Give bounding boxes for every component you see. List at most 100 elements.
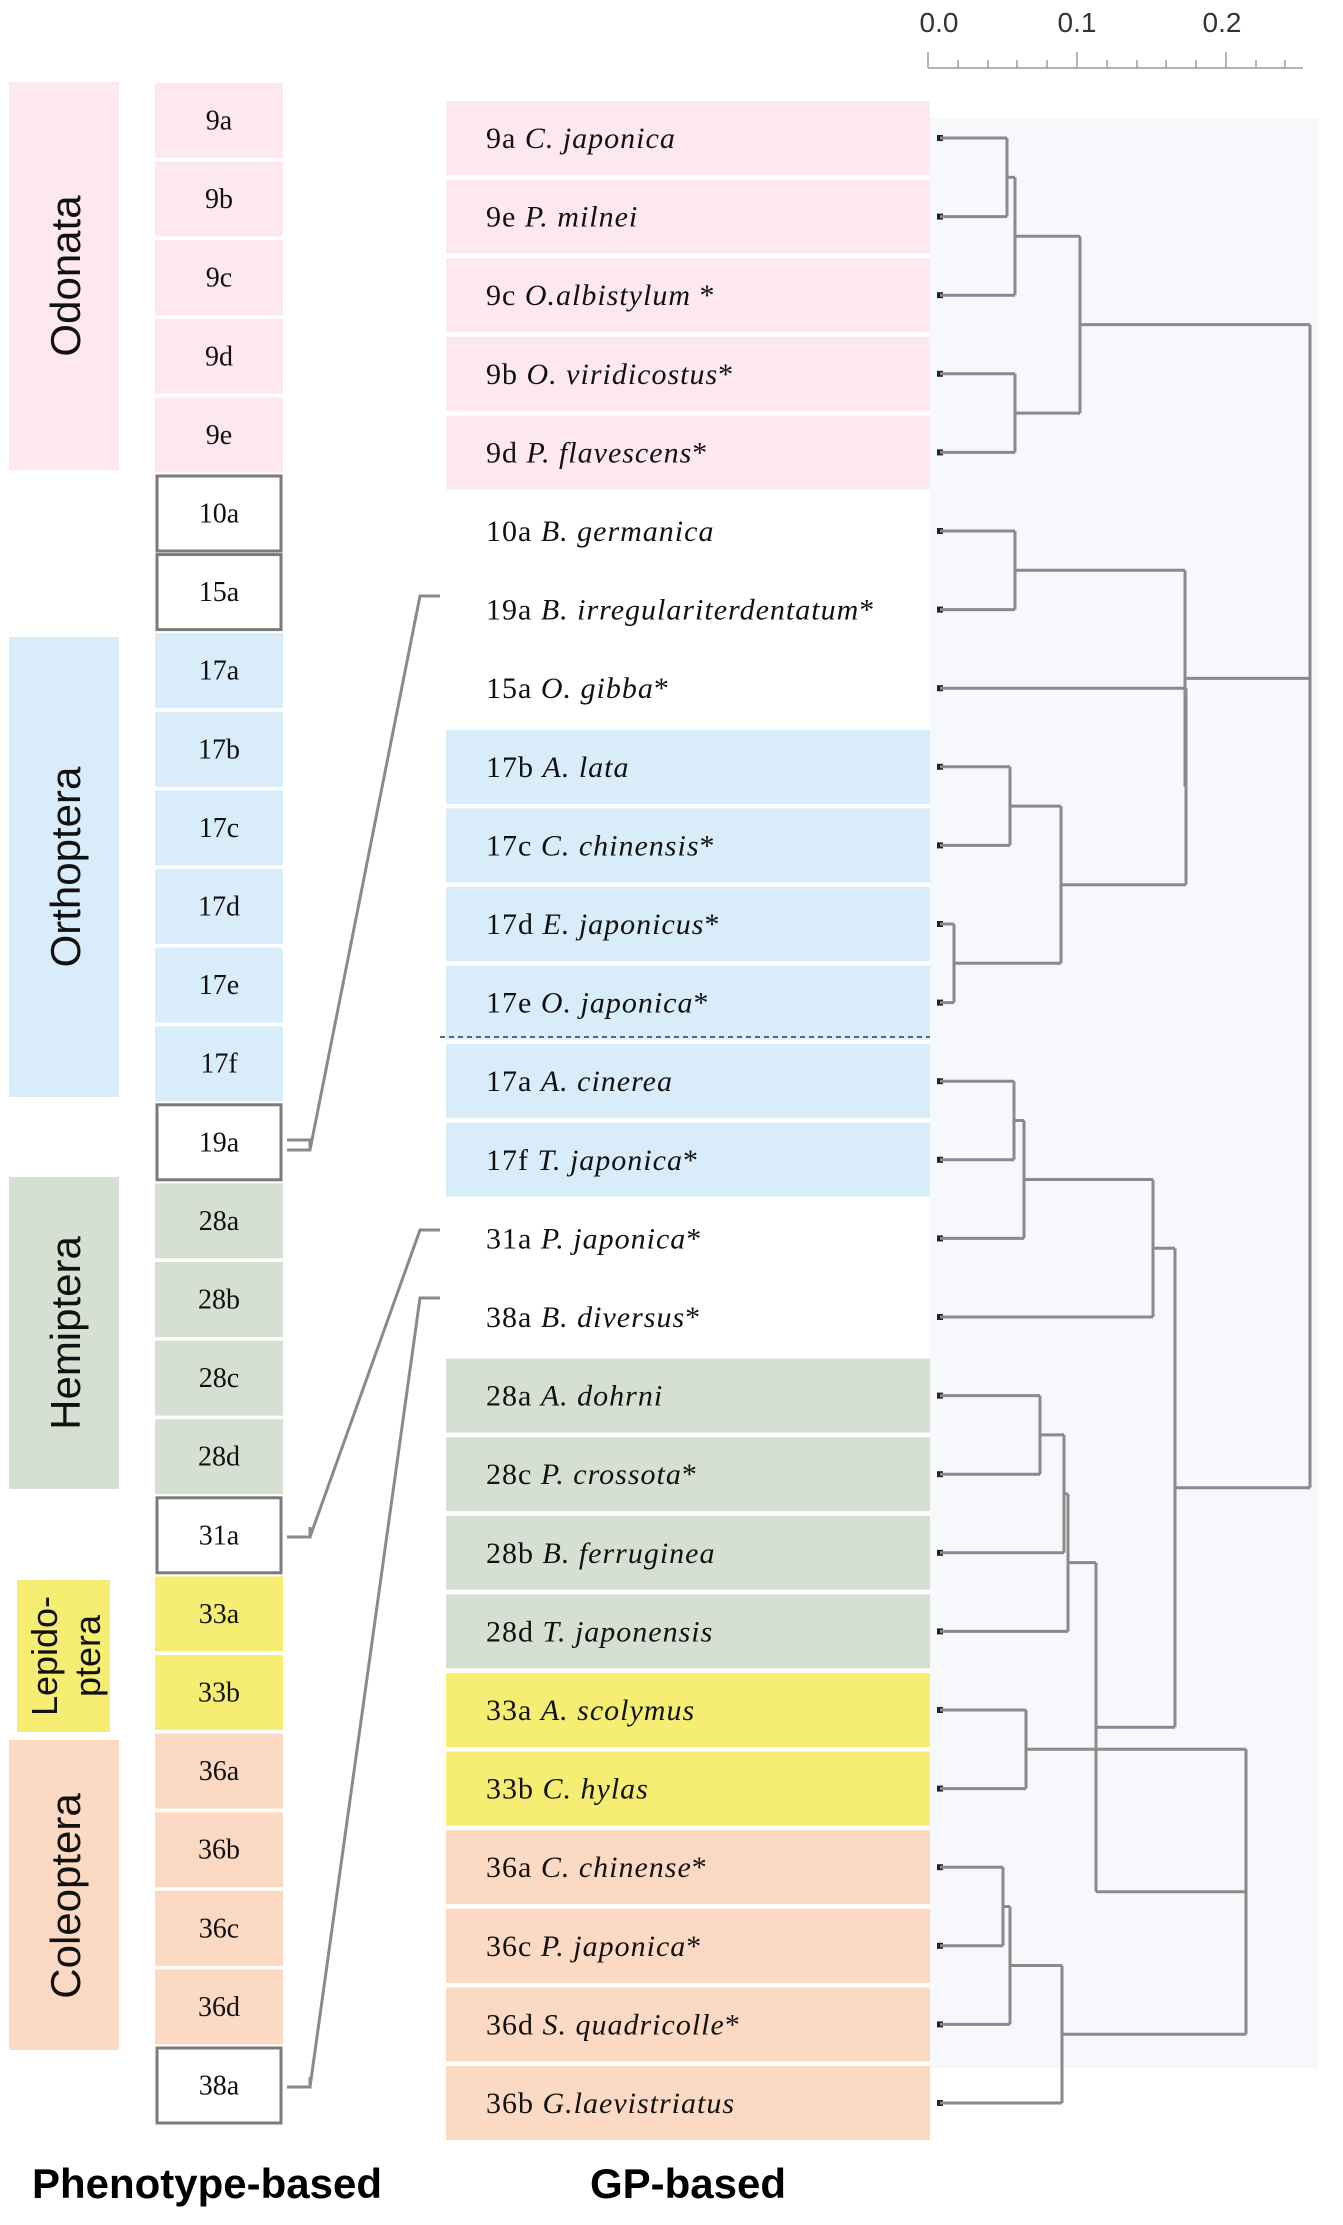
phenotype-cell [155, 1576, 283, 1652]
phenotype-cell-label: 19a [199, 1127, 240, 1158]
gp-row-background [446, 887, 930, 961]
phenotype-cell-label: 33a [199, 1599, 240, 1630]
phenotype-cell-label: 28c [199, 1363, 239, 1394]
gp-row-background [446, 2066, 930, 2140]
connector-lines [287, 594, 440, 2089]
gp-row-label: 17c C. chinensis* [486, 829, 716, 862]
order-label-lepidoptera-line2: ptera [67, 1614, 108, 1697]
order-band-odonata [9, 82, 119, 470]
gp-row-label: 17f T. japonica* [486, 1144, 699, 1177]
gp-row-label: 10a B. germanica [486, 515, 714, 548]
gp-row-background [446, 415, 930, 490]
phenotype-cell [155, 83, 283, 158]
phenotype-cell-label: 31a [199, 1520, 240, 1551]
gp-row-background [446, 1044, 930, 1119]
gp-row-background [446, 1987, 930, 2062]
phenotype-cell [155, 240, 283, 316]
gp-column-title: GP-based [590, 2160, 786, 2207]
gp-row-background [446, 1122, 930, 1197]
phenotype-cell [155, 1890, 283, 1966]
dendrogram-panel [930, 118, 1318, 2068]
scale-tick-label: 0.2 [1203, 7, 1242, 38]
phenotype-cell [155, 711, 283, 787]
gp-row-background [446, 729, 930, 804]
phenotype-cell [155, 1733, 283, 1809]
phenotype-cell [155, 1419, 283, 1495]
gp-row-background [446, 965, 930, 1040]
gp-row-label: 17b A. lata [486, 751, 630, 784]
gp-row-label: 36c P. japonica* [486, 1930, 702, 1963]
phenotype-cell-label: 9a [206, 106, 233, 137]
order-label-coleoptera: Coleoptera [42, 1793, 89, 1999]
gp-row-label: 9e P. milnei [486, 201, 638, 234]
gp-row-background [446, 1673, 930, 1747]
phenotype-cell-boxed [155, 1103, 283, 1182]
phenotype-cell [155, 397, 283, 473]
phenotype-cell [155, 1026, 283, 1102]
gp-row-label: 9a C. japonica [486, 122, 676, 155]
scale-bar [927, 52, 1303, 69]
gp-row-label: 36a C. chinense* [486, 1851, 708, 1884]
gp-row-label: 17d E. japonicus* [486, 908, 721, 941]
phenotype-cell-boxed [155, 474, 283, 553]
phenotype-cell [155, 161, 283, 237]
connector-31a [308, 1228, 440, 1538]
gp-row-label: 9c O.albistylum * [486, 279, 716, 312]
phenotype-cell [155, 790, 283, 866]
phenotype-cell-label: 38a [199, 2071, 240, 2102]
phenotype-cell-label: 28b [198, 1285, 240, 1316]
phenotype-cell-boxed [155, 2046, 283, 2125]
gp-row-background [446, 1358, 930, 1433]
gp-row-label: 15a O. gibba* [486, 672, 670, 705]
order-label-lepidoptera-line1: Lepido- [24, 1596, 65, 1716]
gp-row-label: 33a A. scolymus [486, 1694, 695, 1727]
gp-row-label: 28a A. dohrni [486, 1380, 663, 1413]
gp-row-label: 36b G.laevistriatus [486, 2087, 735, 2120]
gp-row-label: 28c P. crossota* [486, 1458, 698, 1491]
phenotype-cell-label: 28a [199, 1206, 240, 1237]
gp-row-label: 38a B. diversus* [486, 1301, 701, 1334]
phenotype-cell-label: 28d [198, 1442, 240, 1473]
gp-row-label: 36d S. quadricolle* [486, 2008, 741, 2041]
phenotype-cell-boxed [155, 1496, 283, 1575]
gp-row-background [446, 336, 930, 411]
phenotype-column-title: Phenotype-based [32, 2160, 382, 2207]
phenotype-cell-label: 9c [206, 263, 232, 294]
phenotype-cell-label: 9d [205, 341, 233, 372]
phenotype-cell [155, 1812, 283, 1888]
gp-row-label: 31a P. japonica* [486, 1222, 702, 1255]
gp-row-background [446, 1908, 930, 1983]
scale-tick-label: 0.0 [920, 7, 959, 38]
gp-row-background [446, 1751, 930, 1826]
phenotype-cell-label: 17a [199, 656, 240, 687]
gp-row-background [446, 258, 930, 333]
scale-tick-label: 0.1 [1058, 7, 1097, 38]
phenotype-cell-label: 17d [198, 892, 240, 923]
gp-row-label: 28d T. japonensis [486, 1615, 713, 1648]
gp-row-background [446, 179, 930, 254]
order-label-orthoptera: Orthoptera [42, 766, 89, 967]
gp-column: 9a C. japonica 9e P. milnei 9c O.albistylu… [446, 101, 930, 2140]
phenotype-cell-label: 36c [199, 1913, 239, 1944]
order-band-orthoptera [9, 637, 119, 1097]
phenotype-cell [155, 1655, 283, 1730]
gp-row-background [446, 1830, 930, 1905]
phenotype-cell [155, 1262, 283, 1337]
connector-38a [308, 1296, 440, 2088]
gp-row-label: 33b C. hylas [486, 1773, 649, 1806]
phenotype-cell-label: 10a [199, 499, 240, 530]
gp-row-label: 19a B. irregulariterdentatum* [486, 594, 875, 627]
order-band-hemiptera [9, 1177, 119, 1489]
phenotype-cell [155, 1183, 283, 1259]
gp-row-label: 17e O. japonica* [486, 987, 709, 1020]
phenotype-cell-boxed [155, 553, 283, 632]
phenotype-cell-label: 15a [199, 577, 240, 608]
phenotype-cell-label: 17f [200, 1049, 238, 1080]
gp-row-background [446, 1437, 930, 1512]
phenotype-cell [155, 633, 283, 709]
order-label-hemiptera: Hemiptera [42, 1235, 89, 1429]
gp-row-background [446, 1594, 930, 1669]
phenotype-column: 9a9b9c9d9e10a15a17a17b17c17d17e17f19a28a… [155, 83, 283, 2125]
